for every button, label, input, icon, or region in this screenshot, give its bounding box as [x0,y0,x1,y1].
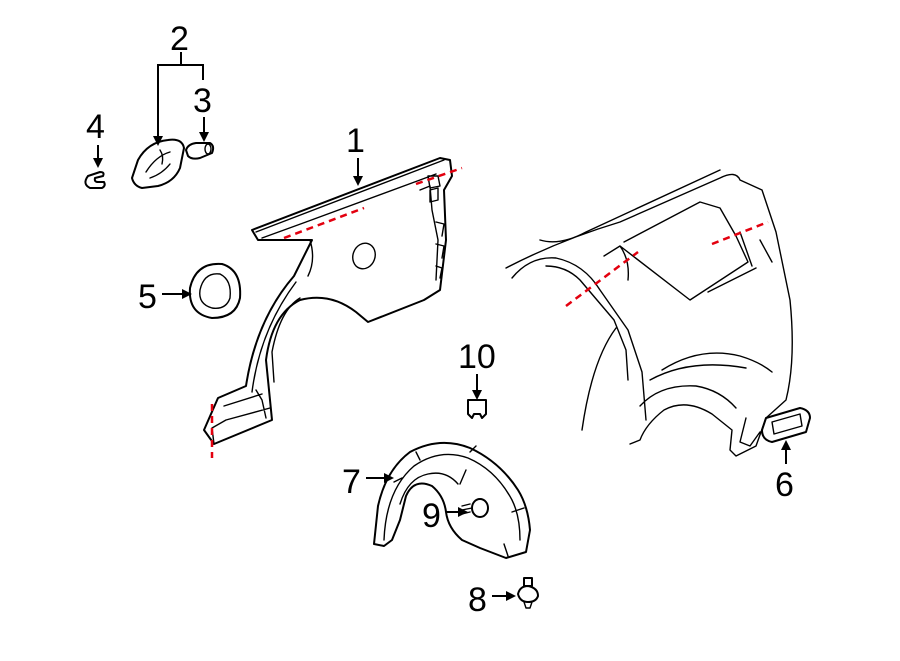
callout-10: 10 [458,338,496,376]
callout-5: 5 [138,278,157,316]
callout-6: 6 [775,466,794,504]
cut-line-1a [283,206,365,240]
callout-4: 4 [86,108,105,146]
part-5-fuel-filler-housing [188,262,242,319]
part-7-wheelhouse-liner [373,441,531,559]
part-3-bumper [185,142,215,160]
vehicle-body [505,169,793,457]
part-6-fuel-door [761,407,811,443]
callout-8: 8 [468,581,487,619]
callout-2: 2 [170,20,189,58]
callout-3: 3 [193,82,212,120]
part-8-push-pin [517,577,539,609]
callout-7: 7 [342,463,361,501]
part-9-screw [461,498,489,518]
cut-line-1b [415,166,463,186]
cut-line-body-a [565,251,639,307]
part-2-fuel-housing [131,138,185,189]
part-4-clip [84,171,106,189]
part-10-clip [467,399,487,419]
part-1-quarter-panel [203,157,453,445]
callout-9: 9 [422,497,441,535]
cut-line-body-b [711,220,769,246]
callout-1: 1 [346,122,365,160]
